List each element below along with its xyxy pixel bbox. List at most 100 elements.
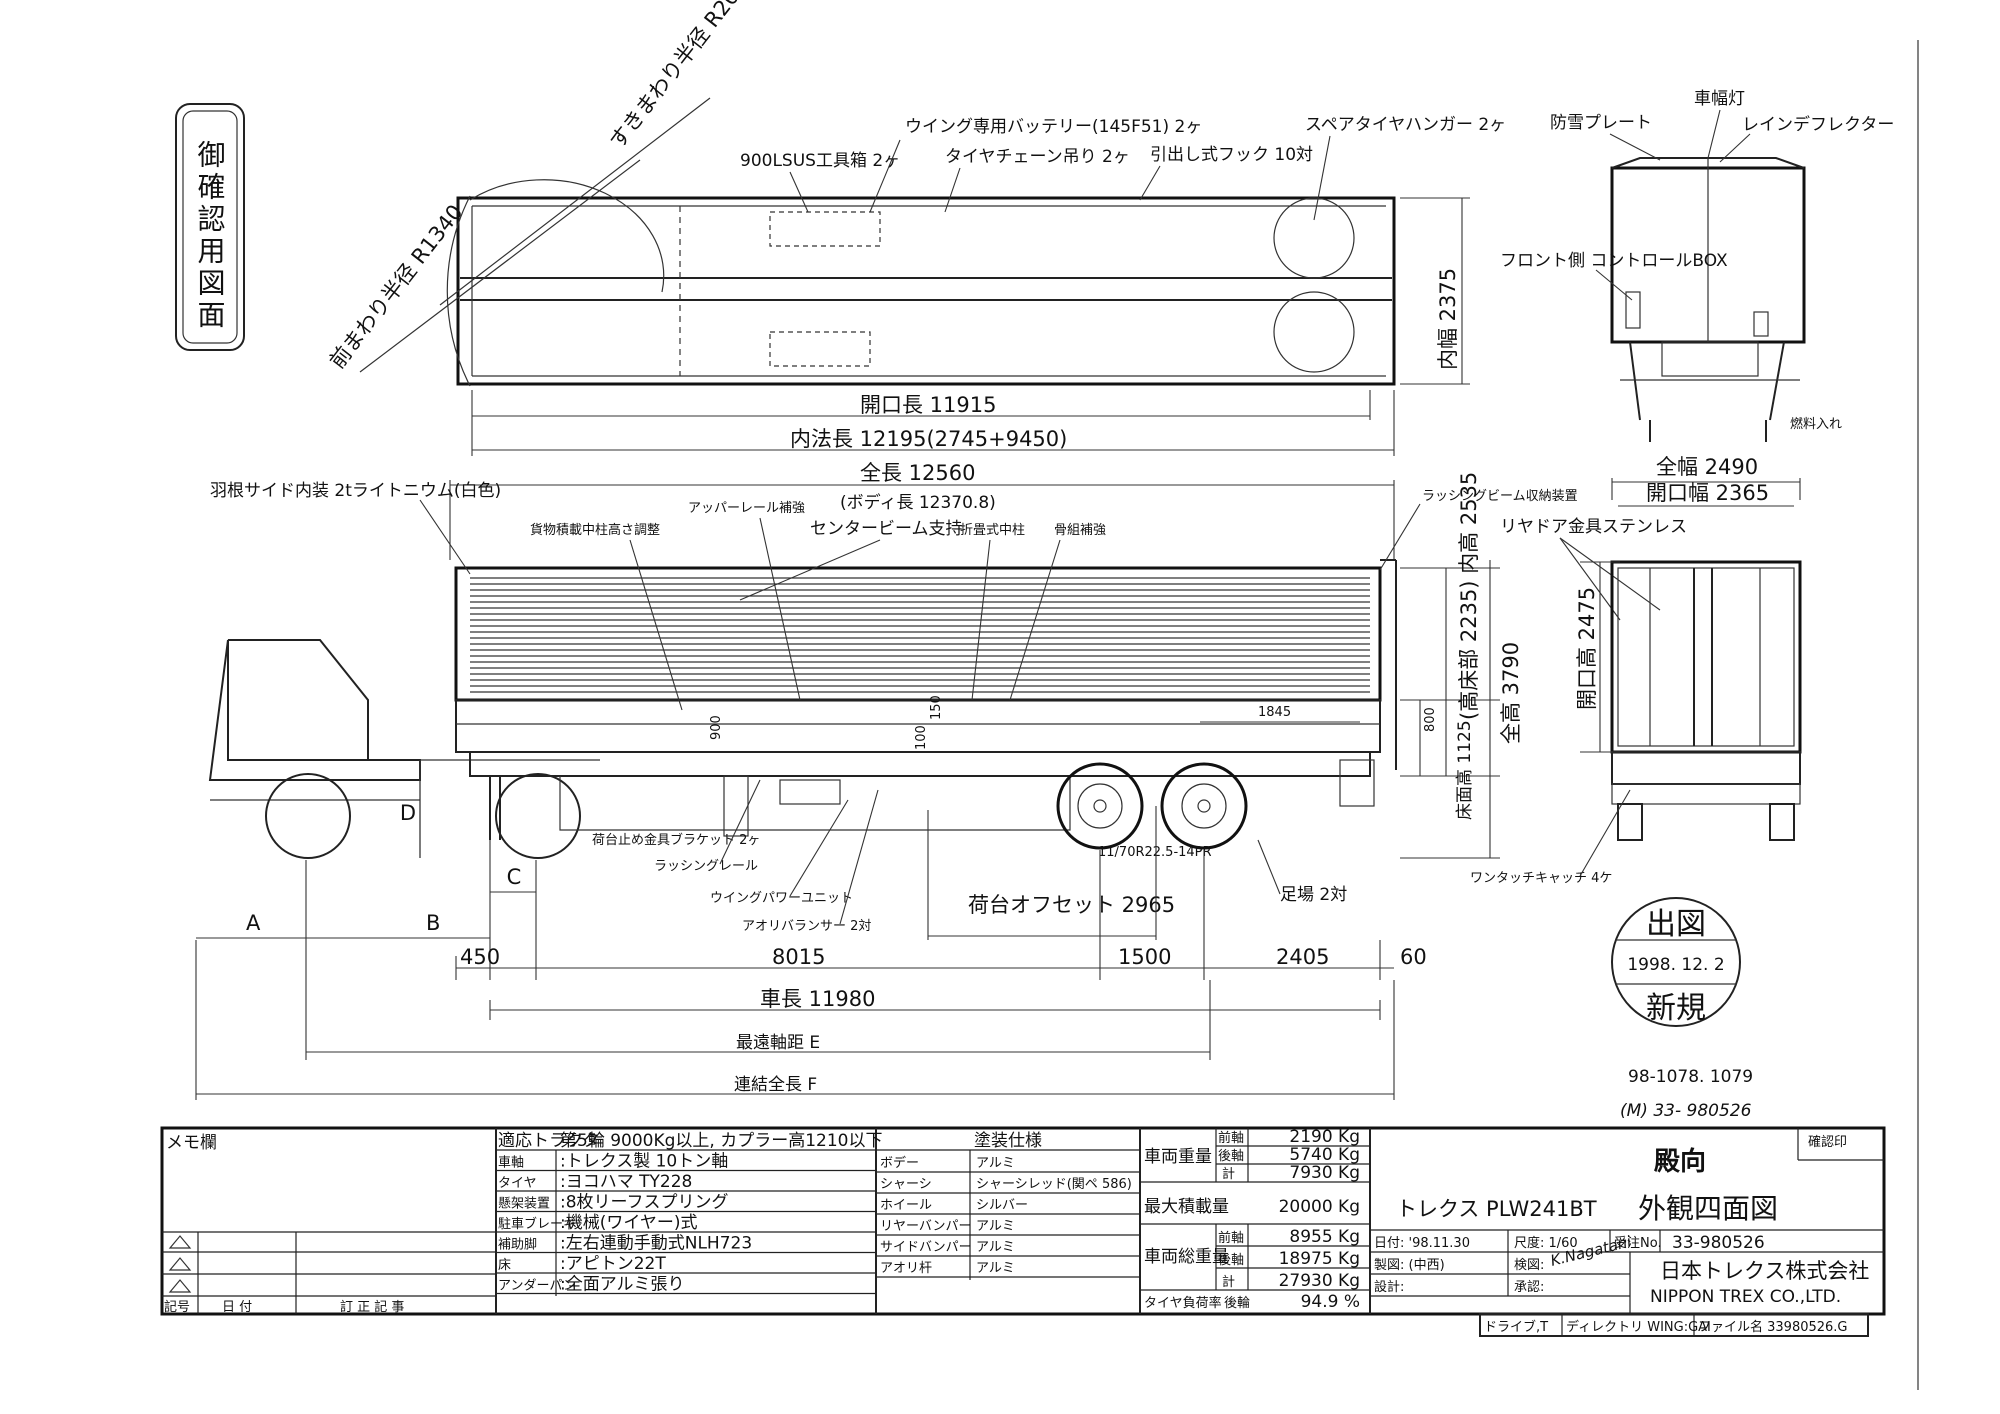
spare-tire-circle — [1273, 291, 1355, 373]
top-view: すきまわり半径 R2010 前まわり半径 R1340 900LSUS工具箱 2ヶ… — [325, 0, 1506, 456]
center-beam-label: センタービーム支持 — [810, 519, 963, 539]
dim-800-label: 800 — [1423, 707, 1438, 732]
rain-deflector-label: レインデフレクター — [1742, 114, 1894, 135]
file-field: ファイル名 33980526.G — [1698, 1319, 1848, 1335]
spec-key: 床 — [498, 1258, 511, 1273]
scale-field: 尺度: 1/60 — [1514, 1235, 1578, 1251]
order-label: 受注No. — [1614, 1236, 1662, 1251]
dim-1845-label: 1845 — [1258, 705, 1291, 720]
gw-front-value: 8955 Kg — [1289, 1227, 1360, 1247]
spec-key: 補助脚 — [498, 1237, 537, 1253]
confirmation-stamp-text: 御確認用図面 — [194, 140, 227, 332]
front-radius-arc — [446, 195, 471, 387]
spec-key: タイヤ — [498, 1176, 537, 1191]
revision-triangles — [168, 1235, 192, 1293]
rev-header-date: 日 付 — [222, 1300, 252, 1315]
tractor-cab — [208, 639, 600, 859]
tire-load-value: 94.9 % — [1301, 1292, 1360, 1312]
paint-key: リヤーバンパー — [880, 1219, 972, 1234]
fold-pillar-label: 折畳式中柱 — [960, 523, 1025, 538]
spec-value: :ヨコハマ TY228 — [560, 1172, 692, 1192]
tire-size-label: 11/70R22.5-14PR — [1098, 845, 1212, 860]
max-load-value: 20000 Kg — [1279, 1197, 1360, 1217]
order-number: 33-980526 — [1672, 1233, 1765, 1253]
paint-value: シルバー — [976, 1198, 1028, 1213]
spec-key: アンダーパン — [498, 1279, 576, 1294]
paint-value: シャーシレッド(関ペ 586) — [976, 1177, 1132, 1192]
dim-60-label: 60 — [1400, 945, 1427, 969]
side-view: 全長 12560 (ボディ長 12370.8) — [195, 461, 1687, 1100]
cargo-support-label: 貨物積載中柱高さ調整 — [530, 522, 660, 538]
confirmation-stamp: 御確認用図面 — [175, 103, 245, 351]
issue-stamp: 出図 1998. 12. 2 新規 98-1078. 1079 (M) 33- … — [1611, 897, 1753, 1121]
dim-150-label: 150 — [929, 695, 944, 720]
spec-key: 懸架装置 — [498, 1197, 550, 1212]
paint-value: アルミ — [976, 1219, 1015, 1234]
spare-tire-circle — [1273, 197, 1355, 279]
marker-lamp-label: 車幅灯 — [1694, 89, 1745, 109]
top-view-outline — [456, 196, 1396, 386]
spec-value: :左右連動手動式NLH723 — [560, 1234, 752, 1254]
gw-rear-axis: 後軸 — [1218, 1253, 1244, 1268]
toolbox-label: 900LSUS工具箱 2ヶ — [740, 151, 900, 171]
spec-key: 適応トラクタ — [498, 1131, 599, 1151]
fuel-inlet-label: 燃料入れ — [1790, 416, 1842, 432]
spare-hanger-label: スペアタイヤハンガー 2ヶ — [1305, 115, 1506, 135]
wing-ribs — [470, 577, 1370, 693]
paint-value: アルミ — [976, 1240, 1015, 1255]
hooks-label: 引出し式フック 10対 — [1150, 145, 1313, 165]
inner-length-label: 内法長 12195(2745+9450) — [790, 427, 1067, 451]
vw-rear-axis: 後軸 — [1218, 1149, 1244, 1164]
wing-interior-label: 羽根サイド内装 2tライトニウム(白色) — [210, 481, 501, 501]
paint-key: ホイール — [880, 1198, 932, 1213]
front-radius-label: 前まわり半径 R1340 — [325, 200, 467, 373]
wheelbase-label: 最遠軸距 E — [736, 1033, 820, 1053]
dim-450-label: 450 — [460, 945, 500, 969]
drawing-title: 外観四面図 — [1638, 1192, 1778, 1225]
vw-front-axis: 前軸 — [1218, 1130, 1244, 1146]
issue-ref-2: (M) 33- 980526 — [1620, 1101, 1752, 1121]
one-touch-label: ワンタッチキャッチ 4ケ — [1470, 871, 1612, 886]
spec-value: :トレクス製 10トン軸 — [560, 1152, 728, 1172]
gw-rear-value: 18975 Kg — [1279, 1249, 1360, 1269]
total-length-label: 連結全長 F — [734, 1075, 817, 1095]
vw-rear-value: 5740 Kg — [1289, 1145, 1360, 1165]
inner-width-label: 内幅 2375 — [1436, 268, 1460, 370]
dim-b-label: B — [426, 911, 440, 935]
rev-header-note: 訂 正 記 事 — [340, 1299, 404, 1315]
vehicle-length-label: 車長 11980 — [760, 987, 875, 1011]
spec-key: 車軸 — [498, 1156, 524, 1171]
gw-front-axis: 前軸 — [1218, 1230, 1244, 1246]
spec-value: 第5輪 9000Kg以上, カプラー高1210以下 — [560, 1131, 883, 1151]
body-length-label: (ボディ長 12370.8) — [840, 492, 996, 513]
paint-header: 塗装仕様 — [974, 1130, 1042, 1151]
checked-field: 検図: — [1514, 1258, 1544, 1273]
tire-load-axle: 後輪 — [1224, 1295, 1250, 1311]
upper-rail-label: アッパーレール補強 — [688, 501, 805, 516]
dim-100-label: 100 — [914, 725, 929, 750]
vw-front-value: 2190 Kg — [1289, 1127, 1360, 1147]
memo-label: メモ欄 — [166, 1133, 217, 1153]
vehicle-weight-label: 車両重量 — [1144, 1147, 1212, 1167]
issue-stamp-date: 1998. 12. 2 — [1627, 955, 1724, 975]
balancer-label: アオリバランサー 2対 — [742, 919, 871, 934]
dim-900-label: 900 — [709, 715, 724, 740]
opening-width-label: 開口幅 2365 — [1646, 481, 1769, 505]
model-label: トレクス PLW241BT — [1396, 1197, 1597, 1221]
customer-label: 殿向 — [1653, 1146, 1706, 1177]
approved-field: 承認: — [1514, 1279, 1544, 1295]
overall-length-label: 全長 12560 — [860, 461, 975, 485]
trailer-wheels — [1056, 762, 1248, 850]
directory-field: ディレクトリ WING:GAI — [1566, 1319, 1711, 1335]
rear-view: 全幅 2490 開口幅 2365 開口高 2475 ワンタッチキャッチ 4ケ — [1470, 455, 1802, 886]
lashing-beam-label: ラッシングビーム収納装置 — [1422, 489, 1578, 504]
drive-field: ドライブ,T — [1484, 1319, 1548, 1335]
wing-battery-label: ウイング専用バッテリー(145F51) 2ヶ — [905, 117, 1202, 137]
company-en: NIPPON TREX CO.,LTD. — [1650, 1287, 1841, 1307]
spec-key: 駐車ブレーキ — [498, 1216, 576, 1232]
paint-value: アルミ — [976, 1156, 1015, 1171]
front-end-view: 防雪プレート 車幅灯 レインデフレクター フロント側 コントロールBOX 燃料入… — [1500, 89, 1894, 442]
